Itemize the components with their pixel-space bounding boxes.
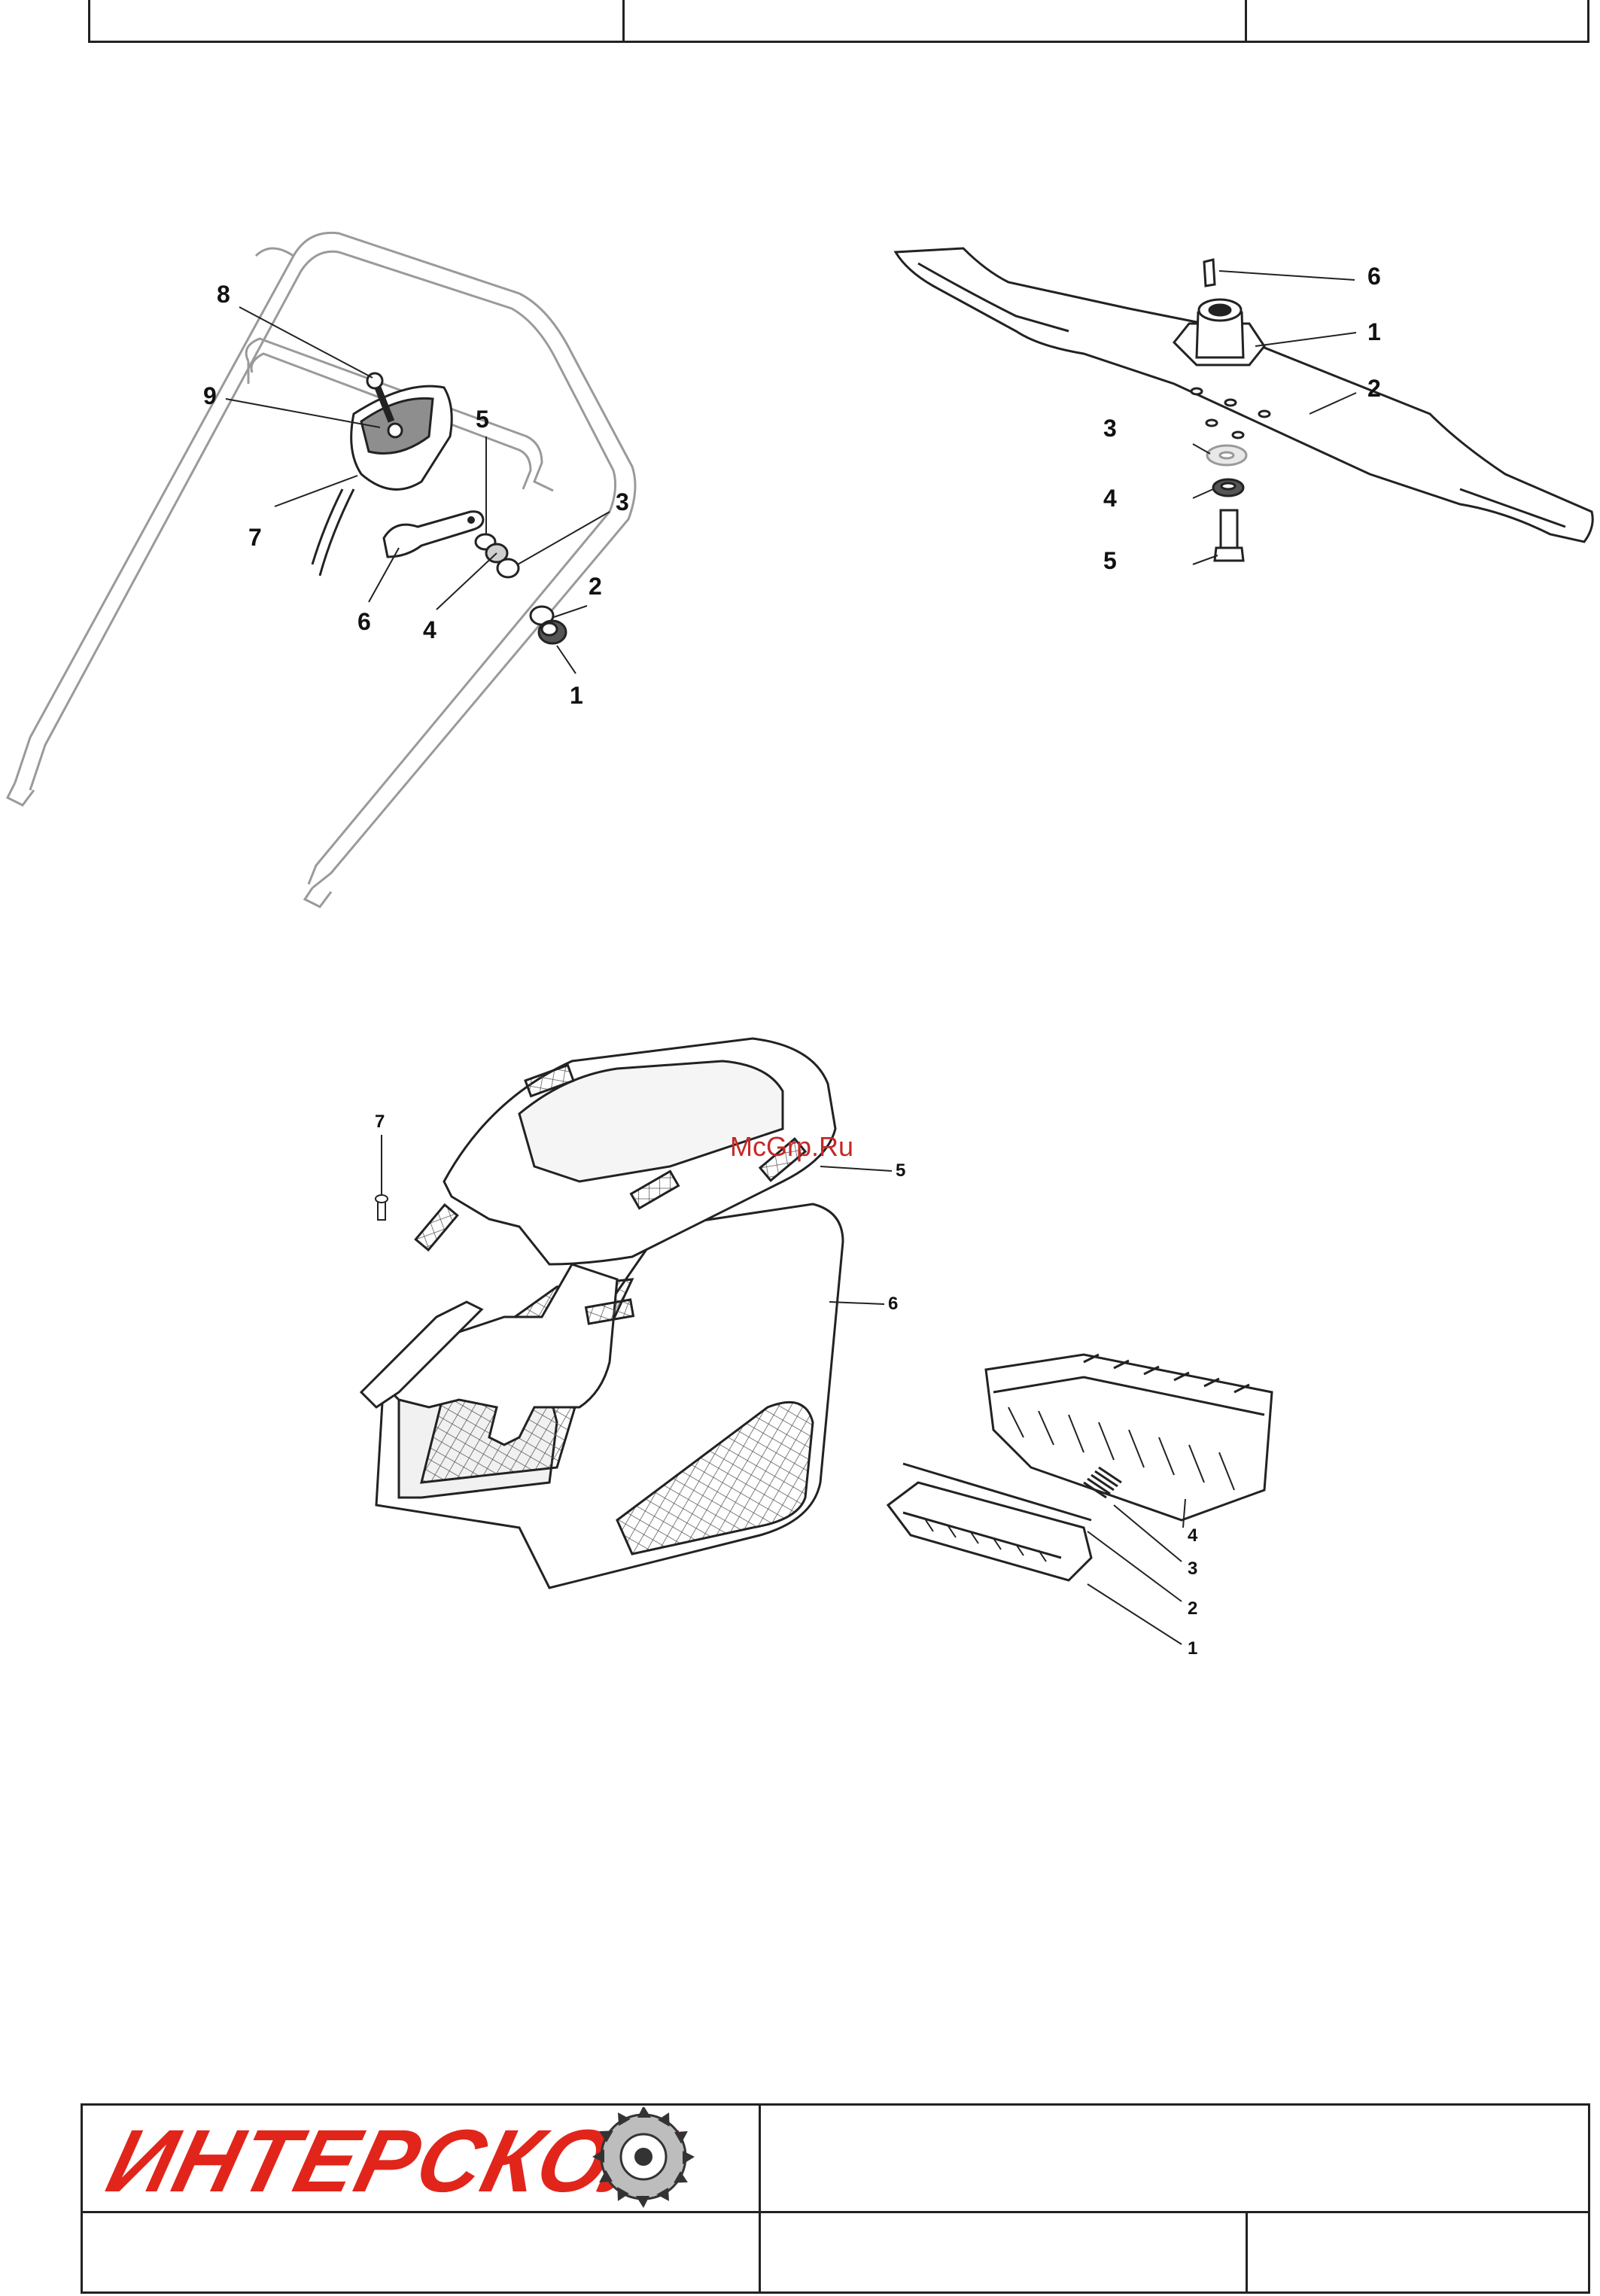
watermark: McGrp.Ru <box>730 1131 853 1163</box>
blade-callout-5: 5 <box>1103 547 1117 574</box>
footer-cell-1 <box>81 2211 761 2294</box>
header-cell-2 <box>622 0 1247 43</box>
handle-callout-9: 9 <box>203 382 217 409</box>
grass-box-diagram: 7 5 6 4 3 2 1 <box>331 1001 1310 1693</box>
handle-callout-6: 6 <box>357 608 371 635</box>
blade-callout-4: 4 <box>1103 485 1117 512</box>
header-cell-1 <box>88 0 625 43</box>
blade-callout-2: 2 <box>1367 375 1381 402</box>
footer-cell-3 <box>1246 2211 1590 2294</box>
blade-callout-6: 6 <box>1367 263 1381 290</box>
grassbox-callout-2: 2 <box>1188 1598 1197 1619</box>
handle-callout-2: 2 <box>589 573 602 600</box>
handle-callout-1: 1 <box>570 682 583 709</box>
blade-callout-1: 1 <box>1367 318 1381 345</box>
handle-callout-4: 4 <box>423 616 437 643</box>
grassbox-callout-6: 6 <box>888 1294 898 1314</box>
brand-logo: ИНТЕРСКОЛ <box>94 2107 756 2209</box>
handle-callout-5: 5 <box>476 406 489 433</box>
grassbox-callout-1: 1 <box>1188 1638 1197 1659</box>
brand-logo-text: ИНТЕРСКОЛ <box>99 2112 684 2209</box>
handle-assembly-diagram: 8 9 7 5 3 6 4 2 1 <box>0 211 677 918</box>
grassbox-callout-4: 4 <box>1188 1525 1198 1546</box>
handle-callout-3: 3 <box>616 488 629 515</box>
grassbox-callout-3: 3 <box>1188 1559 1197 1579</box>
blade-assembly-diagram: 6 1 2 3 4 5 <box>888 226 1600 632</box>
blade-callout-3: 3 <box>1103 415 1117 442</box>
grassbox-callout-7: 7 <box>375 1112 385 1132</box>
handle-callout-8: 8 <box>217 281 230 308</box>
handle-callout-7: 7 <box>248 524 262 551</box>
footer-cell-2 <box>759 2211 1248 2294</box>
header-cell-3 <box>1245 0 1589 43</box>
grassbox-callout-5: 5 <box>896 1160 905 1181</box>
title-cell <box>759 2103 1590 2213</box>
